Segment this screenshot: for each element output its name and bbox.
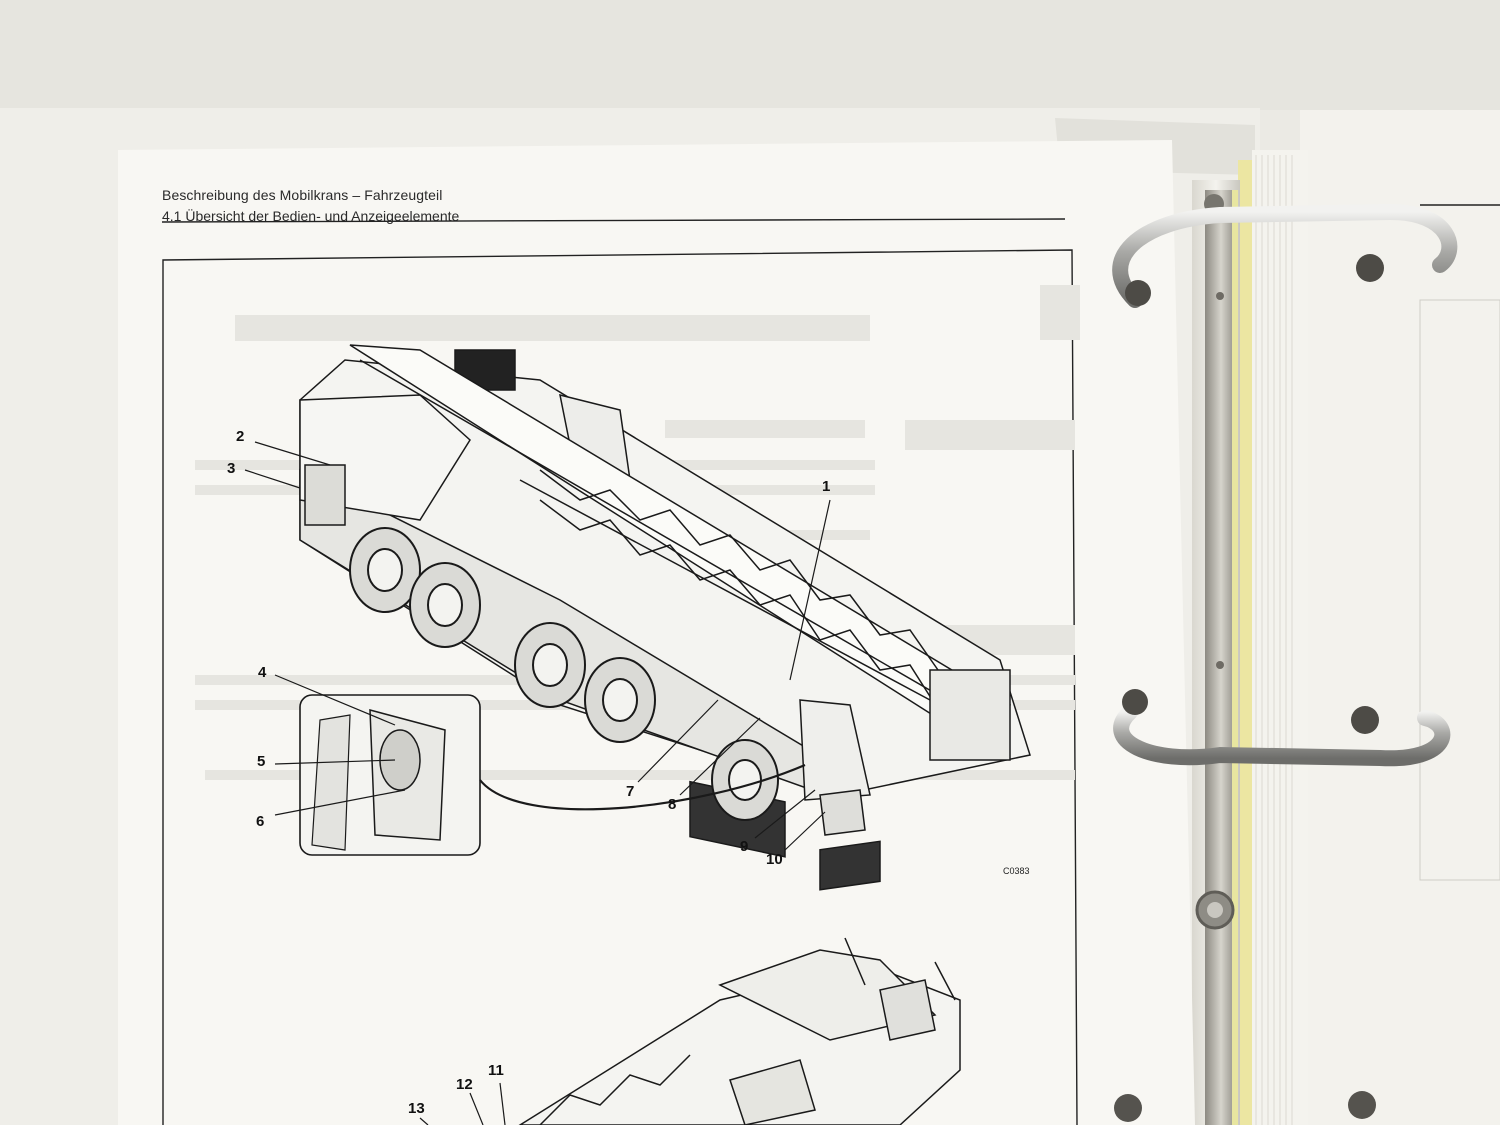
binder-ring-hole-bottom: [1114, 1091, 1376, 1122]
callout-leaders-bottom: [419, 1082, 506, 1125]
callout-10: 10: [766, 851, 783, 868]
callout-7: 7: [626, 783, 635, 800]
callout-11: 11: [488, 1062, 504, 1079]
callout-3: 3: [227, 460, 236, 477]
background-top: [0, 0, 1500, 110]
page-stack-right: [1300, 110, 1500, 1125]
figure-code: C0383: [1003, 866, 1030, 876]
binder-ring-bottom: [1113, 689, 1451, 767]
callout-6: 6: [256, 813, 265, 830]
callout-13: 13: [408, 1100, 425, 1117]
ring-mechanism-bar: [1205, 190, 1237, 1125]
crane-drawing-bottom: [518, 840, 961, 1125]
binder-ring-top: [1112, 203, 1458, 308]
callout-2: 2: [236, 428, 245, 445]
callout-9: 9: [740, 838, 749, 855]
section-title: 4.1 Übersicht der Bedien- und Anzeigeele…: [162, 208, 460, 224]
header-rule: [161, 218, 1066, 223]
callout-leaders-top: [244, 441, 831, 851]
callout-8: 8: [668, 796, 677, 813]
figure-frame: [162, 249, 1078, 1125]
callout-12: 12: [456, 1076, 473, 1093]
callout-4: 4: [258, 664, 267, 681]
detail-inset: [299, 694, 806, 856]
callout-5: 5: [257, 753, 266, 770]
callout-1: 1: [822, 478, 831, 495]
chapter-title: Beschreibung des Mobilkrans – Fahrzeugte…: [162, 187, 443, 203]
crane-drawing-top: [299, 344, 1031, 858]
